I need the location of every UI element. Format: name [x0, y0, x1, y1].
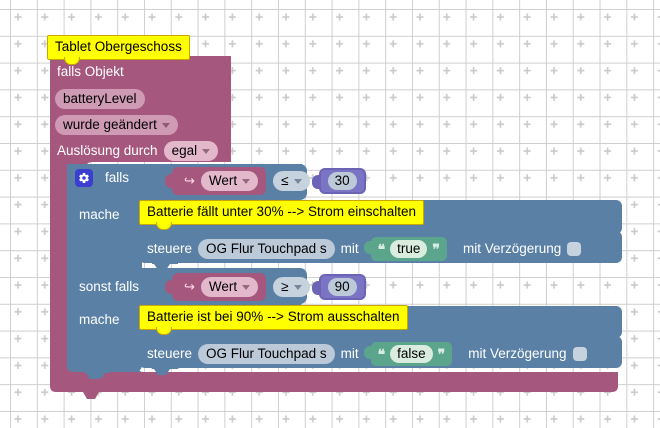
action-row-1[interactable]: steuere OG Flur Touchpad s mit ❝ true ❞ …	[147, 237, 582, 261]
if-row[interactable]: falls	[75, 169, 129, 187]
delay-checkbox-1[interactable]	[567, 242, 582, 256]
puzzle-plug	[311, 281, 321, 295]
chevron-down-icon[interactable]	[242, 284, 251, 290]
action-with-label-1: mit	[340, 241, 359, 256]
trigger-by-dropdown[interactable]: egal	[163, 141, 219, 161]
number-value-2[interactable]: 90	[327, 278, 357, 296]
operator-dropdown-1[interactable]: ≤	[273, 171, 310, 191]
script-title-comment[interactable]: Tablet Obergeschoss	[47, 35, 190, 65]
if-label: falls	[105, 170, 130, 185]
action-target-1[interactable]: OG Flur Touchpad s	[198, 239, 335, 259]
puzzle-plug	[165, 280, 173, 294]
delay-label-1: mit Verzögerung	[462, 241, 562, 256]
operator-value-2: ≥	[281, 279, 289, 294]
object-id-field[interactable]: batteryLevel	[55, 89, 145, 109]
operator-dropdown-2[interactable]: ≥	[273, 277, 310, 297]
do-row-2: mache	[79, 311, 120, 329]
puzzle-plug	[363, 346, 372, 359]
chevron-down-icon[interactable]	[242, 178, 251, 184]
text-block-2[interactable]: ❝ false ❞	[363, 342, 453, 366]
change-type-dropdown[interactable]: wurde geändert	[55, 115, 178, 135]
branch-comment-1[interactable]: Batterie fällt unter 30% --> Strom einsc…	[139, 200, 425, 230]
chevron-down-icon[interactable]	[293, 284, 302, 290]
chevron-down-icon[interactable]	[293, 178, 302, 184]
puzzle-plug	[363, 241, 372, 254]
trigger-by-row[interactable]: Auslösung durch egal	[57, 141, 219, 161]
branch-comment-2[interactable]: Batterie ist bei 90% --> Strom ausschalt…	[139, 305, 408, 335]
number-block-2[interactable]: 90	[311, 274, 366, 300]
action-verb-1: steuere	[147, 241, 193, 256]
value-label-1: Wert	[208, 173, 238, 188]
value-arrow-icon: ↪	[184, 279, 195, 294]
text-value-1[interactable]: true	[390, 240, 428, 258]
quote-open-icon: ❝	[377, 346, 386, 362]
text-block-1[interactable]: ❝ true ❞	[363, 237, 447, 261]
condition-block-1[interactable]: ↪ Wert ≤ 30	[165, 167, 366, 195]
operator-value-1: ≤	[281, 173, 289, 188]
do-label-2: mache	[79, 312, 120, 327]
value-getter-block-2[interactable]: ↪ Wert	[165, 273, 267, 301]
puzzle-plug	[311, 175, 321, 189]
action-with-label-2: mit	[340, 346, 359, 361]
else-if-label: sonst falls	[79, 279, 140, 294]
trigger-label: falls Objekt	[57, 64, 124, 79]
trigger-by-value: egal	[171, 143, 198, 158]
value-label-2: Wert	[208, 279, 238, 294]
do-label-1: mache	[79, 207, 120, 222]
delay-label-2: mit Verzögerung	[468, 346, 567, 361]
text-value-2[interactable]: false	[390, 345, 433, 363]
value-dropdown-2[interactable]: Wert	[200, 277, 259, 297]
object-id-row[interactable]: batteryLevel	[55, 89, 145, 109]
trigger-header-row: falls Objekt	[57, 63, 124, 81]
value-arrow-icon: ↪	[184, 173, 195, 188]
number-value-1[interactable]: 30	[327, 172, 357, 190]
quote-close-icon: ❞	[437, 346, 446, 362]
quote-close-icon: ❞	[432, 241, 440, 257]
chevron-down-icon[interactable]	[202, 148, 211, 154]
number-block-1[interactable]: 30	[311, 168, 366, 194]
value-getter-block-1[interactable]: ↪ Wert	[165, 167, 267, 195]
puzzle-plug	[165, 174, 173, 188]
trigger-by-label: Auslösung durch	[57, 143, 158, 158]
change-type-value: wurde geändert	[63, 117, 157, 132]
do-row-1: mache	[79, 206, 120, 224]
action-row-2[interactable]: steuere OG Flur Touchpad s mit ❝ false ❞…	[147, 342, 587, 366]
gear-icon[interactable]	[75, 169, 93, 187]
quote-open-icon: ❝	[377, 241, 386, 257]
else-if-row[interactable]: sonst falls	[79, 278, 139, 296]
action-target-2[interactable]: OG Flur Touchpad s	[198, 344, 335, 364]
change-type-row[interactable]: wurde geändert	[55, 115, 178, 135]
delay-checkbox-2[interactable]	[572, 347, 587, 361]
chevron-down-icon[interactable]	[161, 122, 170, 128]
condition-block-2[interactable]: ↪ Wert ≥ 90	[165, 273, 366, 301]
value-dropdown-1[interactable]: Wert	[200, 171, 259, 191]
action-verb-2: steuere	[147, 346, 193, 361]
